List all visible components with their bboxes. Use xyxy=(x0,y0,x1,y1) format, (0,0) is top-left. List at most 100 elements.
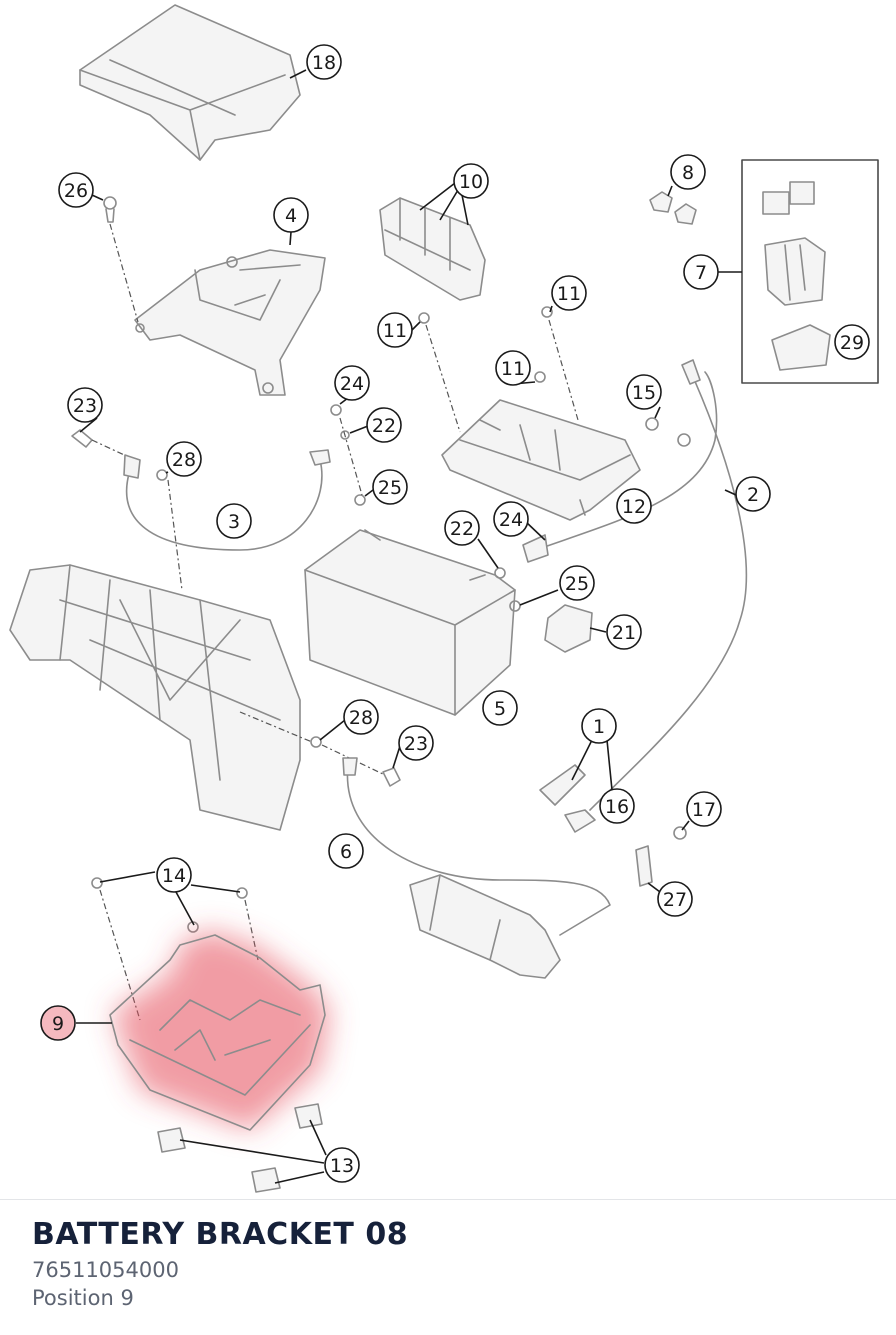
starter-motor xyxy=(409,874,561,979)
battery-holder[interactable] xyxy=(441,399,641,521)
svg-text:15: 15 xyxy=(632,382,656,404)
callout-13[interactable]: 13 xyxy=(324,1147,360,1183)
part-16-terminal[interactable] xyxy=(564,809,596,833)
part-15-nut[interactable] xyxy=(645,417,691,447)
callout-28-b[interactable]: 28 xyxy=(343,699,379,735)
part-title: BATTERY BRACKET 08 xyxy=(32,1217,409,1252)
callout-24-b[interactable]: 24 xyxy=(493,501,529,537)
part-2-cable[interactable] xyxy=(589,359,748,811)
callout-10[interactable]: 10 xyxy=(453,163,489,199)
callout-18[interactable]: 18 xyxy=(306,44,342,80)
callout-27[interactable]: 27 xyxy=(657,881,693,917)
callout-11-b[interactable]: 11 xyxy=(377,312,413,348)
callout-9-selected[interactable]: 9 xyxy=(40,1005,76,1041)
svg-text:9: 9 xyxy=(52,1013,64,1035)
part-5-battery[interactable] xyxy=(304,529,516,716)
callout-23-a[interactable]: 23 xyxy=(67,387,103,423)
svg-text:6: 6 xyxy=(340,841,352,863)
svg-text:22: 22 xyxy=(450,518,474,540)
frame xyxy=(9,564,301,831)
callout-22-b[interactable]: 22 xyxy=(444,510,480,546)
part-3-cable[interactable] xyxy=(123,449,331,551)
part-13-rubber-mounts[interactable] xyxy=(157,1103,323,1193)
part-28-washer-lower[interactable] xyxy=(310,736,322,748)
callout-8[interactable]: 8 xyxy=(670,154,706,190)
part-number: 76511054000 xyxy=(32,1258,179,1282)
svg-text:10: 10 xyxy=(459,171,483,193)
callout-28-a[interactable]: 28 xyxy=(166,441,202,477)
part-23-screw-lower[interactable] xyxy=(382,767,401,787)
divider xyxy=(0,1199,896,1200)
svg-text:27: 27 xyxy=(663,889,687,911)
callout-4[interactable]: 4 xyxy=(273,197,309,233)
svg-text:4: 4 xyxy=(285,205,297,227)
callout-25-b[interactable]: 25 xyxy=(559,565,595,601)
part-25-nut[interactable] xyxy=(509,600,521,612)
callout-25-a[interactable]: 25 xyxy=(372,469,408,505)
callout-5[interactable]: 5 xyxy=(482,690,518,726)
svg-text:18: 18 xyxy=(312,52,336,74)
svg-text:14: 14 xyxy=(162,865,186,887)
part-22-nut[interactable] xyxy=(494,567,506,579)
svg-text:2: 2 xyxy=(747,484,759,506)
svg-text:8: 8 xyxy=(682,162,694,184)
part-28-washer[interactable] xyxy=(156,469,168,481)
part-29-relay-cap[interactable] xyxy=(771,324,831,371)
svg-text:29: 29 xyxy=(840,332,864,354)
part-10-fuse-box[interactable] xyxy=(379,197,486,301)
callout-2[interactable]: 2 xyxy=(735,476,771,512)
part-11-screws[interactable] xyxy=(418,306,553,383)
part-4-bracket[interactable] xyxy=(134,249,326,396)
callout-6[interactable]: 6 xyxy=(328,833,364,869)
svg-text:24: 24 xyxy=(499,509,523,531)
part-17-screw[interactable] xyxy=(673,826,687,840)
callout-14[interactable]: 14 xyxy=(156,857,192,893)
svg-text:25: 25 xyxy=(565,573,589,595)
svg-text:25: 25 xyxy=(378,477,402,499)
svg-text:23: 23 xyxy=(404,733,428,755)
callout-15[interactable]: 15 xyxy=(626,374,662,410)
callout-3[interactable]: 3 xyxy=(216,503,252,539)
callout-11-a[interactable]: 11 xyxy=(551,275,587,311)
svg-text:12: 12 xyxy=(622,496,646,518)
callout-24-a[interactable]: 24 xyxy=(334,365,370,401)
part-6-cable[interactable] xyxy=(342,757,611,936)
svg-text:3: 3 xyxy=(228,511,240,533)
callout-29[interactable]: 29 xyxy=(834,324,870,360)
callout-26[interactable]: 26 xyxy=(58,172,94,208)
part-21-terminal-cover[interactable] xyxy=(544,604,593,653)
svg-text:22: 22 xyxy=(372,415,396,437)
callout-1[interactable]: 1 xyxy=(581,708,617,744)
part-26-screw[interactable] xyxy=(103,196,117,223)
svg-text:13: 13 xyxy=(330,1155,354,1177)
svg-text:26: 26 xyxy=(64,180,88,202)
exploded-parts-diagram: 18 10 8 26 4 7 11 11 29 11 24 15 23 22 2… xyxy=(9,4,879,1193)
svg-text:28: 28 xyxy=(172,449,196,471)
part-7-relay-kit[interactable] xyxy=(741,159,879,384)
part-27-bracket[interactable] xyxy=(635,845,653,887)
part-23-screw[interactable] xyxy=(71,429,93,448)
callout-21[interactable]: 21 xyxy=(606,614,642,650)
svg-text:1: 1 xyxy=(593,716,605,738)
part-12-cable[interactable] xyxy=(522,371,718,563)
callout-23-b[interactable]: 23 xyxy=(398,725,434,761)
svg-text:23: 23 xyxy=(73,395,97,417)
svg-text:17: 17 xyxy=(692,799,716,821)
callout-22-a[interactable]: 22 xyxy=(366,407,402,443)
part-24-screw[interactable] xyxy=(330,404,366,506)
part-1-boot[interactable] xyxy=(539,764,586,806)
callout-12[interactable]: 12 xyxy=(616,488,652,524)
svg-text:11: 11 xyxy=(501,358,525,380)
svg-text:16: 16 xyxy=(605,796,629,818)
svg-text:28: 28 xyxy=(349,707,373,729)
callout-11-c[interactable]: 11 xyxy=(495,350,531,386)
callout-16[interactable]: 16 xyxy=(599,788,635,824)
callout-17[interactable]: 17 xyxy=(686,791,722,827)
part-18-cover[interactable] xyxy=(79,4,301,161)
part-8-fuses[interactable] xyxy=(649,191,697,225)
part-9-battery-bracket[interactable] xyxy=(109,930,330,1131)
svg-text:21: 21 xyxy=(612,622,636,644)
leader-lines xyxy=(76,69,742,1184)
svg-text:7: 7 xyxy=(695,262,707,284)
callout-7[interactable]: 7 xyxy=(683,254,719,290)
